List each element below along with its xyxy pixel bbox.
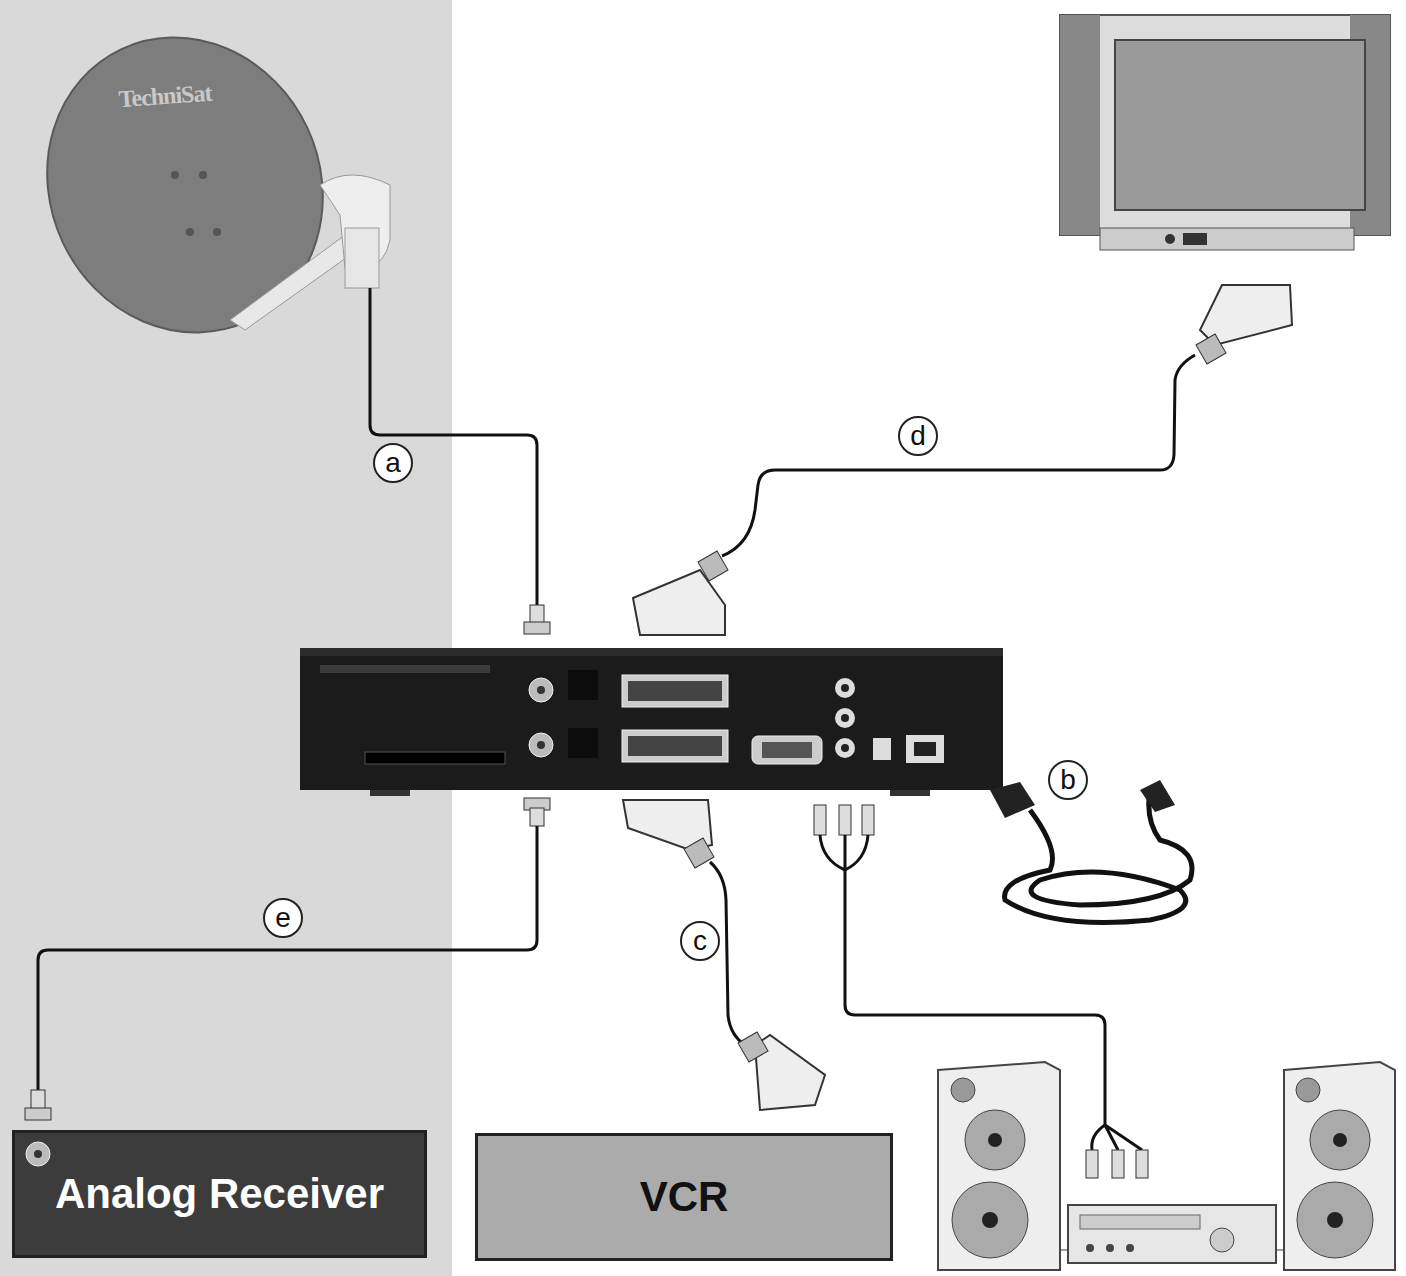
coax-cable	[38, 826, 537, 1092]
device-label: VCR	[640, 1173, 729, 1221]
coax-socket	[23, 1139, 53, 1169]
callout-letter: b	[1048, 760, 1088, 800]
device-label: Analog Receiver	[55, 1170, 384, 1218]
rca-plugs	[814, 805, 874, 870]
television	[1060, 15, 1390, 250]
digital-receiver	[300, 648, 1003, 796]
scart-plug	[633, 551, 728, 635]
callout-letter: d	[898, 416, 938, 456]
callout-letter: e	[263, 898, 303, 938]
f-connector	[524, 605, 550, 634]
coax-cable	[370, 288, 537, 612]
scart-plug	[623, 800, 714, 868]
rca-plugs	[1086, 1125, 1148, 1178]
callout-letter: c	[680, 921, 720, 961]
scart-plug	[1196, 285, 1292, 364]
device-box: VCR	[475, 1133, 893, 1261]
device-box: Analog Receiver	[12, 1130, 427, 1258]
f-connector	[25, 1090, 51, 1120]
satellite-dish	[0, 0, 390, 378]
power-cord	[990, 780, 1192, 923]
stereo-system	[938, 1062, 1395, 1270]
audio-cable	[845, 870, 1105, 1125]
scart-cable	[722, 355, 1195, 556]
callout-letter: a	[373, 443, 413, 483]
scart-plug	[738, 1032, 825, 1110]
f-connector	[524, 798, 550, 826]
